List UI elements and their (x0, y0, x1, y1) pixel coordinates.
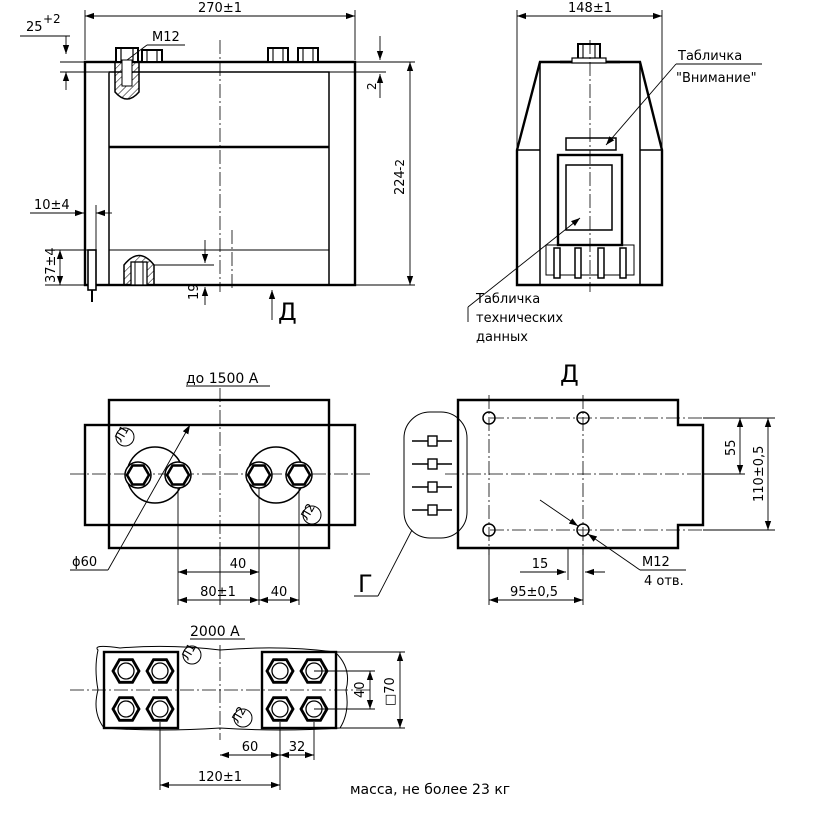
thread-m12-holes: М12 (642, 555, 670, 570)
mark-l1: Л1 (111, 423, 131, 444)
dim-270: 270±1 (198, 1, 242, 16)
front-bolt-left (114, 47, 140, 100)
dim-10: 10±4 (34, 198, 70, 213)
callout-g-outline (403, 411, 468, 539)
dim-32-2000: 32 (289, 740, 306, 755)
dim-110: 110±0,5 (752, 446, 767, 502)
mount-hole-2 (576, 411, 590, 425)
dim-70-2000: □70 (383, 677, 398, 706)
mass-note: масса, не более 23 кг (350, 782, 510, 798)
dim-40-top: 40 (230, 557, 247, 572)
view-2000a: 2000 А Л1 Л2 40 □70 60 32 120±1 (70, 624, 405, 790)
front-bolt-right-pair (267, 47, 319, 63)
view-2000a-outline (95, 645, 349, 731)
dim-224: 224 (393, 170, 408, 195)
view-1500a-title: до 1500 А (186, 371, 259, 387)
side-top-bolt (571, 43, 607, 64)
view-d-base (456, 398, 705, 550)
dim-25-tolerance: +2 (43, 12, 61, 26)
terminal-block (412, 435, 452, 516)
dim-120-2000: 120±1 (198, 770, 242, 785)
front-bottom-bolt (123, 254, 155, 286)
plate-tech-label-3: данных (476, 330, 528, 345)
holes-count: 4 отв. (644, 574, 684, 589)
dim-224-tolerance: -2 (393, 159, 407, 171)
view-d: Д Г 55 110±0,5 (354, 360, 775, 605)
plate-attention-label-1: Табличка (677, 49, 742, 64)
tech-plate (565, 164, 613, 231)
dim-19: 19 (187, 283, 202, 300)
dim-55: 55 (724, 439, 739, 456)
dim-40-2000: 40 (353, 681, 368, 698)
mark-l2-2000: Л2 (228, 704, 248, 725)
dim-148: 148±1 (568, 1, 612, 16)
callout-g-label: Г (358, 570, 373, 598)
plate-tech-label-1: Табличка (475, 292, 540, 307)
dim-80: 80±1 (200, 585, 236, 600)
view-d-arrow-label: Д (278, 298, 297, 326)
side-view: 148±1 Табличка "Внимание" Табличка техни… (467, 1, 762, 345)
dim-40-bottom: 40 (271, 585, 288, 600)
view-1500a: до 1500 А Л1 Л2 ϕ60 40 80±1 40 (70, 371, 370, 605)
attention-plate (565, 137, 617, 151)
side-terminals (553, 247, 627, 279)
view-d-title: Д (560, 360, 579, 388)
plate-tech-label-2: технических (476, 311, 563, 326)
mark-l1-circle (115, 427, 135, 447)
front-view: 270±1 M12 25 +2 2 224 -2 10±4 37±4 19 Д (20, 1, 415, 326)
front-inner-frame (108, 71, 330, 286)
front-terminal-pin (87, 249, 97, 302)
dim-60-2000: 60 (242, 740, 259, 755)
dim-25: 25 (26, 20, 43, 35)
plate-attention-label-2: "Внимание" (676, 71, 757, 86)
mark-l1-circle-2000 (182, 645, 202, 665)
dim-2: 2 (365, 82, 379, 90)
mark-l2: Л2 (297, 501, 317, 522)
mount-hole-3 (482, 523, 496, 537)
front-bolt-center (141, 49, 163, 63)
mark-l2-circle (302, 505, 322, 525)
dim-phi60: ϕ60 (72, 555, 97, 570)
mark-l1-2000: Л1 (178, 641, 198, 662)
view-2000a-title: 2000 А (190, 624, 240, 640)
dim-37: 37±4 (44, 247, 59, 283)
mount-hole-4 (576, 523, 590, 537)
dim-95: 95±0,5 (510, 585, 558, 600)
mark-l2-circle-2000 (233, 708, 253, 728)
dim-15: 15 (532, 557, 549, 572)
thread-m12-label: M12 (152, 30, 180, 45)
mount-hole-1 (482, 411, 496, 425)
